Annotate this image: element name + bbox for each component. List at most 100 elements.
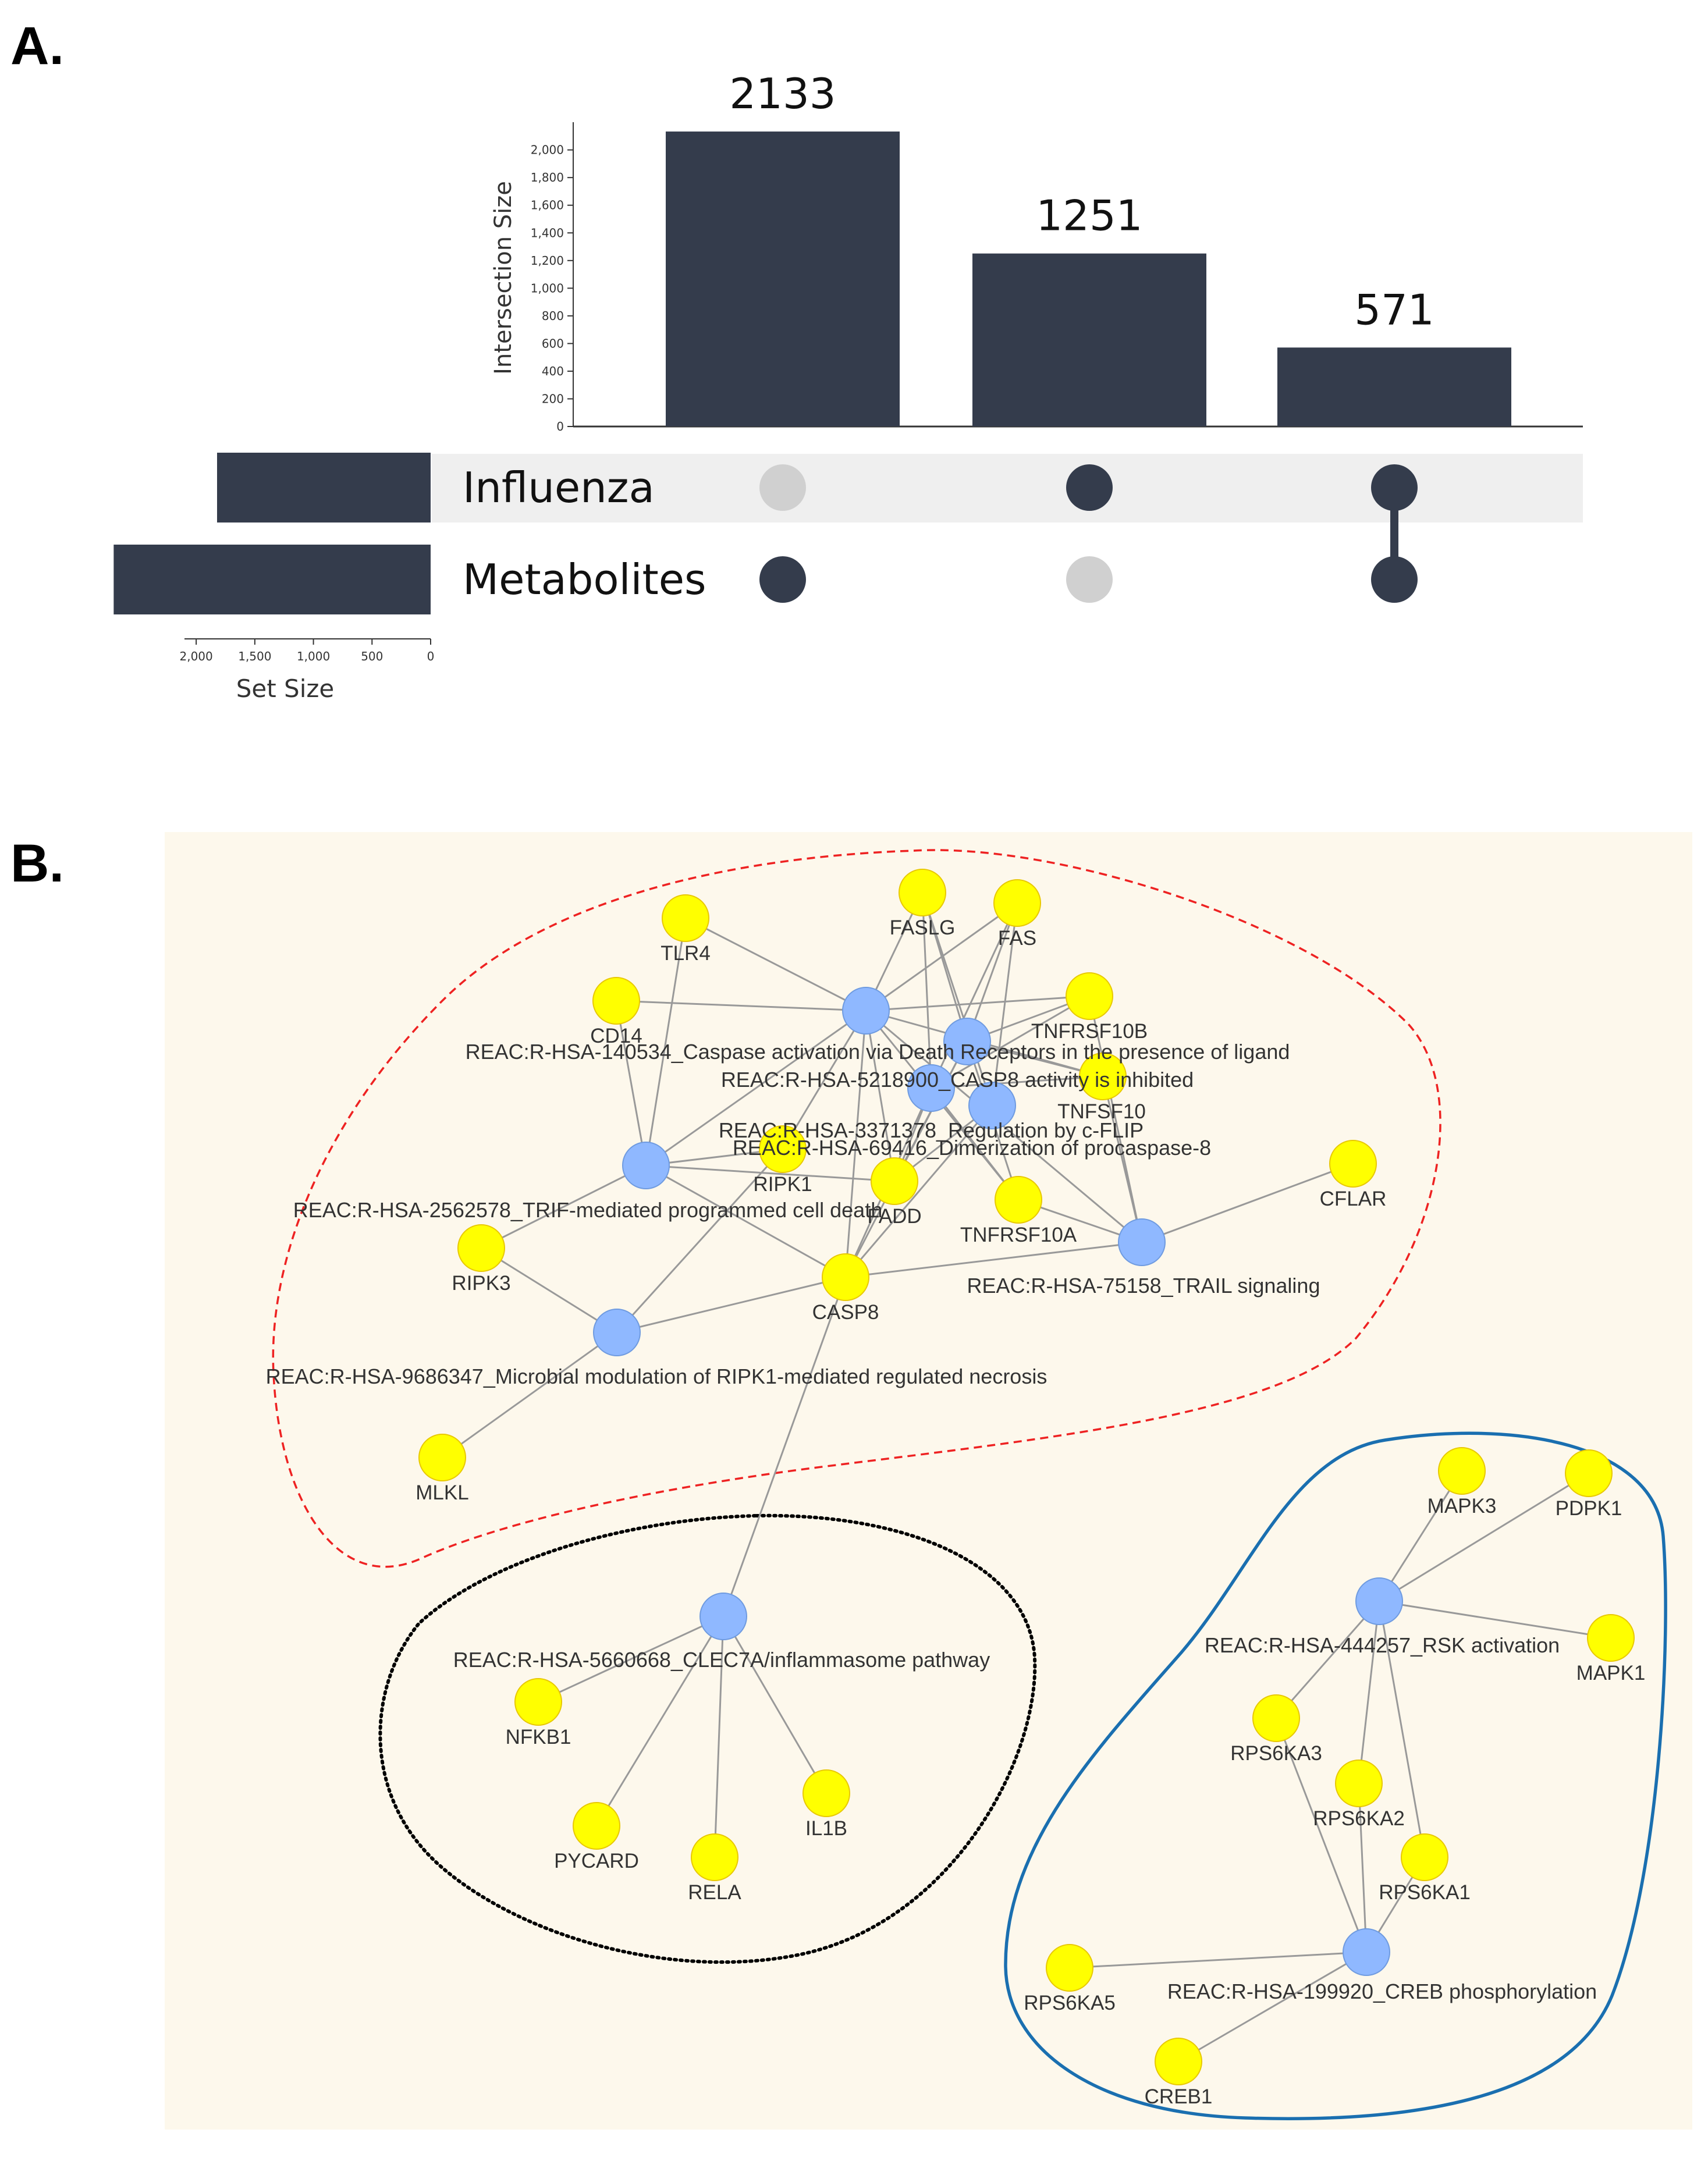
y-tick-label: 1,400 (531, 226, 564, 240)
edge-p140534-p2562578 (645, 1010, 867, 1167)
pathway-node-p69416 (968, 1082, 1016, 1129)
edge-tnfrsf10b-p75158 (1088, 996, 1143, 1243)
pathway-label-p3371378: REAC:R-HSA-3371378_Regulation by c-FLIP (719, 1118, 1144, 1142)
edge-creb1-p199920 (1178, 1951, 1367, 2063)
gene-node-rps6ka1 (1401, 1833, 1448, 1881)
pathway-label-p2562578: REAC:R-HSA-2562578_TRIF-mediated program… (293, 1198, 882, 1222)
edge-casp8-p2562578 (645, 1164, 846, 1278)
edge-fas-p5218900 (966, 902, 1018, 1042)
gene-node-creb1 (1155, 2038, 1202, 2085)
edge-casp8-p5660668 (722, 1277, 847, 1617)
pathway-node-p5218900 (943, 1018, 991, 1065)
gene-label-mapk1: MAPK1 (1576, 1662, 1646, 1684)
intersection-value-label: 1251 (1036, 191, 1142, 240)
gene-label-rps6ka1: RPS6KA1 (1379, 1881, 1471, 1904)
edge-fas-p3371378 (930, 902, 1018, 1089)
gene-node-ripk1 (759, 1125, 807, 1173)
edge-rps6ka5-p199920 (1069, 1951, 1367, 1969)
y-tick-label: 400 (542, 364, 564, 378)
set-size-bar-influenza (216, 453, 431, 523)
edge-rps6ka2-p444257 (1358, 1601, 1380, 1784)
gene-node-rps6ka5 (1046, 1944, 1093, 1992)
gene-label-rps6ka5: RPS6KA5 (1024, 1992, 1116, 2014)
membership-dot-active (1371, 464, 1418, 511)
gene-node-mlkl (418, 1434, 466, 1481)
gene-label-tlr4: TLR4 (661, 942, 711, 965)
pathway-node-p2562578 (622, 1142, 670, 1189)
pathway-node-p9686347 (593, 1309, 641, 1356)
set-label-influenza: Influenza (463, 463, 655, 512)
gene-label-rps6ka2: RPS6KA2 (1313, 1807, 1405, 1830)
gene-label-tnfrsf10b: TNFRSF10B (1031, 1020, 1148, 1043)
gene-label-fadd: FADD (867, 1205, 921, 1228)
gene-node-fas (993, 879, 1041, 927)
edge-mapk3-p444257 (1378, 1470, 1463, 1602)
edge-ripk3-p2562578 (481, 1164, 647, 1249)
cluster-outline-rsk-creb (1004, 1431, 1667, 2120)
gene-label-pdpk1: PDPK1 (1556, 1497, 1622, 1520)
set-label-metabolites: Metabolites (463, 555, 706, 604)
pathway-node-p444257 (1355, 1577, 1403, 1625)
network-nodes (418, 869, 1635, 2085)
gene-node-cflar (1329, 1140, 1377, 1188)
pathway-label-p75158: REAC:R-HSA-75158_TRAIL signaling (967, 1274, 1320, 1298)
gene-node-mapk1 (1587, 1614, 1635, 1662)
gene-label-rps6ka3: RPS6KA3 (1230, 1742, 1322, 1765)
gene-label-fas: FAS (998, 927, 1036, 950)
edge-ripk1-p140534 (782, 1010, 867, 1150)
gene-node-pycard (573, 1802, 620, 1850)
edge-tnfrsf10b-p140534 (865, 995, 1090, 1012)
set-size-title: Set Size (236, 674, 335, 703)
gene-label-il1b: IL1B (805, 1817, 847, 1840)
membership-dot-active (1371, 556, 1418, 603)
pathway-node-p140534 (842, 987, 890, 1035)
gene-label-tnfsf10: TNFSF10 (1057, 1100, 1146, 1123)
edge-mlkl-p9686347 (442, 1331, 617, 1459)
edge-cd14-p140534 (616, 1000, 867, 1012)
set-size-tick-label: 1,500 (238, 649, 271, 663)
set-size-tick-label: 500 (361, 649, 383, 663)
gene-label-pycard: PYCARD (554, 1850, 639, 1872)
edge-il1b-p5660668 (722, 1616, 828, 1794)
gene-node-rps6ka2 (1335, 1760, 1383, 1807)
edge-rps6ka3-p199920 (1275, 1718, 1368, 1953)
edge-fas-p69416 (991, 902, 1018, 1106)
gene-node-fadd (871, 1157, 918, 1205)
gene-label-rela: RELA (688, 1881, 741, 1904)
panel-a-letter: A. (10, 16, 64, 76)
pathway-node-p5660668 (699, 1593, 747, 1640)
membership-dot-inactive (1066, 556, 1113, 603)
gene-node-nfkb1 (514, 1678, 562, 1726)
y-tick-label: 1,000 (531, 281, 564, 295)
y-tick-label: 2,000 (531, 143, 564, 157)
pathway-node-p199920 (1343, 1928, 1390, 1976)
gene-node-il1b (802, 1769, 850, 1817)
gene-label-cd14: CD14 (590, 1025, 642, 1047)
intersection-bar (1277, 347, 1511, 426)
edge-pycard-p5660668 (595, 1616, 725, 1826)
gene-node-tlr4 (662, 894, 709, 942)
membership-dot-active (1066, 464, 1113, 511)
intersection-bar (972, 253, 1206, 426)
edge-pdpk1-p444257 (1379, 1472, 1589, 1602)
pathway-node-p75158 (1118, 1218, 1166, 1266)
intersection-size-axis: 02004006008001,0001,2001,4001,6001,8002,… (490, 122, 1583, 433)
edge-rps6ka2-p199920 (1358, 1783, 1368, 1953)
gene-node-tnfrsf10a (995, 1176, 1042, 1224)
edge-tlr4-p140534 (685, 917, 867, 1012)
y-axis-title: Intersection Size (490, 181, 517, 375)
edge-ripk3-p9686347 (481, 1247, 617, 1334)
edge-tlr4-p2562578 (645, 918, 687, 1166)
gene-label-faslg: FASLG (890, 916, 956, 939)
intersection-bars (666, 131, 1511, 426)
edge-rela-p5660668 (713, 1616, 725, 1858)
gene-label-mlkl: MLKL (416, 1481, 468, 1504)
y-tick-label: 1,800 (531, 170, 564, 184)
set-size-tick-label: 0 (427, 649, 435, 663)
pathway-label-p5218900: REAC:R-HSA-5218900_CASP8 activity is inh… (721, 1068, 1194, 1092)
